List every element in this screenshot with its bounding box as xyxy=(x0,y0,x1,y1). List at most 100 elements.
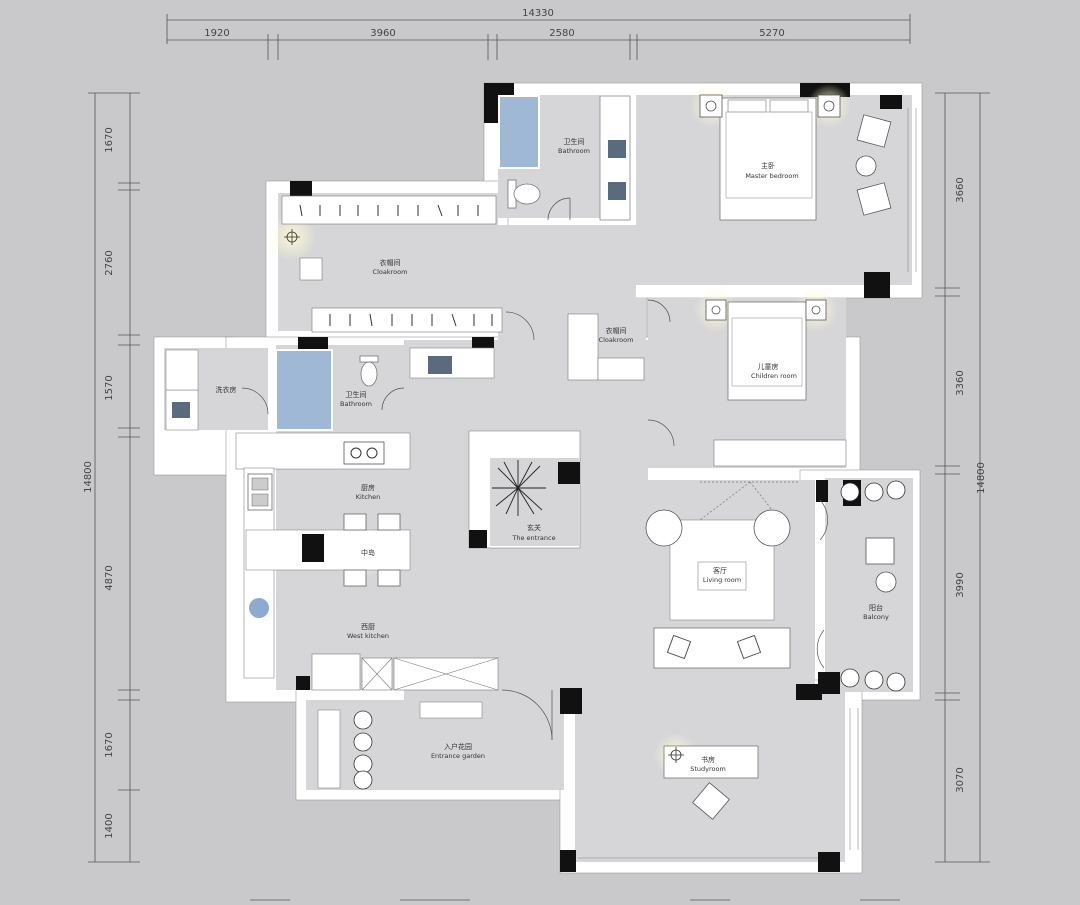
svg-text:Bathroom: Bathroom xyxy=(558,147,590,155)
svg-text:玄关: 玄关 xyxy=(527,523,541,532)
left-dimension-chain xyxy=(88,92,140,863)
svg-text:卫生间: 卫生间 xyxy=(564,137,585,146)
small-cloakroom-wardrobe xyxy=(567,313,645,381)
room-label-cloakroom-main: 衣帽间 Cloakroom xyxy=(373,258,408,276)
room-label-bathroom-mid: 卫生间 Bathroom xyxy=(340,390,372,408)
vanity-top xyxy=(599,95,631,221)
bathtub-top xyxy=(498,95,540,169)
kitchen-sink xyxy=(247,473,273,511)
svg-text:书房: 书房 xyxy=(701,755,715,764)
svg-text:Master bedroom: Master bedroom xyxy=(745,172,798,180)
svg-text:Cloakroom: Cloakroom xyxy=(599,336,634,344)
room-label-kitchen: 厨房 Kitchen xyxy=(356,483,380,501)
sofa xyxy=(653,627,791,669)
svg-text:客厅: 客厅 xyxy=(713,566,727,575)
laundry-shelving xyxy=(165,349,199,391)
svg-text:Kitchen: Kitchen xyxy=(356,493,380,501)
armchair-pair xyxy=(855,114,892,216)
dim-right-1: 3660 xyxy=(955,177,966,202)
toilet-top xyxy=(507,179,541,209)
children-bedside-lamp-icon xyxy=(705,299,827,321)
master-bed xyxy=(719,97,817,221)
bathtub-mid xyxy=(275,349,333,431)
toilet-mid xyxy=(359,355,379,387)
svg-text:卫生间: 卫生间 xyxy=(346,390,367,399)
desk-lamp-icon xyxy=(668,747,684,763)
vanity-mid xyxy=(409,347,495,379)
room-label-master-bedroom: 主卧 Master bedroom xyxy=(745,161,798,180)
svg-text:West kitchen: West kitchen xyxy=(347,632,389,640)
svg-text:阳台: 阳台 xyxy=(869,603,883,612)
room-label-entrance-garden: 入户花园 Entrance garden xyxy=(431,742,485,760)
room-label-laundry: 洗衣房 xyxy=(216,385,237,394)
garden-planters xyxy=(353,710,373,790)
dim-right-2: 3360 xyxy=(955,370,966,395)
room-label-cloakroom-small: 衣帽间 Cloakroom xyxy=(599,326,634,344)
svg-text:主卧: 主卧 xyxy=(761,161,775,170)
svg-text:Children room: Children room xyxy=(751,372,797,380)
room-label-bathroom-top: 卫生间 Bathroom xyxy=(558,137,590,155)
island-stools xyxy=(343,513,401,587)
window-master xyxy=(907,108,917,272)
top-dimension-chain xyxy=(166,14,911,60)
study-window xyxy=(578,708,859,859)
dim-left-4: 4870 xyxy=(104,565,115,590)
dim-top-3: 2580 xyxy=(549,28,574,39)
study-chair xyxy=(692,782,730,820)
bedside-lamp-icon xyxy=(699,94,841,118)
dim-left-6: 1400 xyxy=(104,813,115,838)
svg-text:西厨: 西厨 xyxy=(361,623,375,631)
ceiling-light-icon xyxy=(284,229,300,245)
dim-left-2: 2760 xyxy=(104,250,115,275)
right-dimension-chain xyxy=(935,92,990,863)
dim-left-total: 14800 xyxy=(83,461,94,493)
room-label-study-room: 书房 Studyroom xyxy=(690,755,726,773)
svg-text:儿童房: 儿童房 xyxy=(758,362,779,371)
lounge-chair xyxy=(645,509,791,547)
svg-text:入户花园: 入户花园 xyxy=(444,742,472,751)
svg-text:The entrance: The entrance xyxy=(511,534,555,542)
balcony-chair xyxy=(865,537,897,593)
cloakroom-ottoman xyxy=(299,257,323,281)
svg-text:Entrance garden: Entrance garden xyxy=(431,752,485,760)
dim-right-4: 3070 xyxy=(955,767,966,792)
svg-text:Balcony: Balcony xyxy=(863,613,889,621)
dim-right-3: 3990 xyxy=(955,572,966,597)
door-swings xyxy=(241,197,828,741)
room-label-balcony: 阳台 Balcony xyxy=(863,603,889,621)
dim-top-total: 14330 xyxy=(522,8,554,19)
svg-text:Studyroom: Studyroom xyxy=(690,765,726,773)
dim-top-4: 5270 xyxy=(759,28,784,39)
svg-text:洗衣房: 洗衣房 xyxy=(216,385,237,394)
children-wardrobe xyxy=(713,439,847,467)
svg-text:Bathroom: Bathroom xyxy=(340,400,372,408)
room-label-island: 中岛 xyxy=(361,548,375,557)
svg-text:中岛: 中岛 xyxy=(361,548,375,557)
dim-right-total: 14800 xyxy=(976,462,987,494)
hanger-marks xyxy=(299,204,493,327)
dim-left-5: 1670 xyxy=(104,732,115,757)
svg-text:Living room: Living room xyxy=(703,576,741,584)
svg-text:厨房: 厨房 xyxy=(361,483,375,492)
round-sink-west xyxy=(247,596,271,620)
plant-icon xyxy=(492,460,546,516)
garden-bench xyxy=(317,701,483,789)
dim-left-3: 1570 xyxy=(104,375,115,400)
stove-icon xyxy=(343,441,385,465)
svg-text:衣帽间: 衣帽间 xyxy=(380,258,401,267)
room-label-west-kitchen: 西厨 West kitchen xyxy=(347,623,389,640)
room-label-children-room: 儿童房 Children room xyxy=(751,362,797,380)
balcony-planters xyxy=(840,480,906,692)
dim-top-2: 3960 xyxy=(370,28,395,39)
svg-text:Cloakroom: Cloakroom xyxy=(373,268,408,276)
children-bed xyxy=(727,301,807,401)
room-label-entrance: 玄关 The entrance xyxy=(511,523,555,542)
laundry-sink xyxy=(165,389,199,431)
west-kitchen-cabinets xyxy=(311,653,499,691)
room-label-living-room: 客厅 Living room xyxy=(703,566,741,584)
wardrobe-top-row xyxy=(281,195,497,225)
dim-left-1: 1670 xyxy=(104,127,115,152)
svg-text:衣帽间: 衣帽间 xyxy=(606,326,627,335)
entrance-cabinet xyxy=(468,430,581,549)
